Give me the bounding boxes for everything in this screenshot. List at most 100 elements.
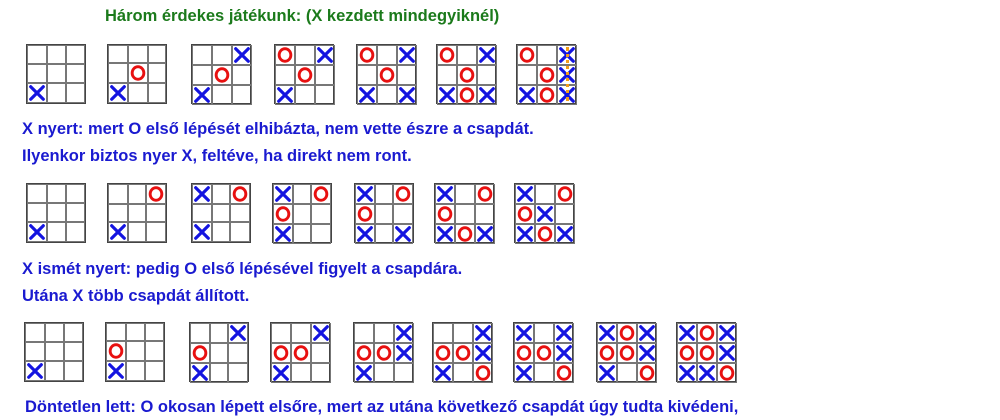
x-mark xyxy=(192,184,212,204)
o-mark xyxy=(393,184,413,204)
x-mark xyxy=(435,184,455,204)
x-mark xyxy=(435,224,455,244)
tic-tac-toe-board xyxy=(105,322,165,382)
empty-cell xyxy=(230,204,250,222)
x-mark xyxy=(355,224,375,244)
empty-cell xyxy=(455,204,475,224)
tic-tac-toe-board xyxy=(191,183,251,243)
o-mark xyxy=(377,65,397,85)
x-mark xyxy=(555,224,575,244)
x-mark xyxy=(311,323,331,343)
empty-cell xyxy=(377,85,397,105)
empty-cell xyxy=(66,83,85,103)
empty-cell xyxy=(433,323,453,343)
x-mark xyxy=(355,184,375,204)
o-mark xyxy=(453,343,473,363)
empty-cell xyxy=(126,323,145,341)
empty-cell xyxy=(375,204,393,224)
empty-cell xyxy=(475,204,495,224)
x-mark xyxy=(554,323,574,343)
empty-cell xyxy=(437,65,457,85)
empty-cell xyxy=(27,203,47,222)
empty-cell xyxy=(377,45,397,65)
empty-cell xyxy=(66,203,85,222)
empty-cell xyxy=(192,65,212,85)
empty-cell xyxy=(126,341,145,361)
o-mark xyxy=(514,343,534,363)
empty-cell xyxy=(210,323,228,343)
x-mark xyxy=(190,363,210,383)
tic-tac-toe-board xyxy=(354,183,414,244)
x-mark xyxy=(477,85,497,105)
empty-cell xyxy=(45,361,64,381)
o-mark xyxy=(374,343,394,363)
empty-cell xyxy=(128,83,148,103)
empty-cell xyxy=(295,45,315,65)
empty-cell xyxy=(210,363,228,383)
tic-tac-toe-board xyxy=(432,322,493,383)
empty-cell xyxy=(25,342,45,361)
empty-cell xyxy=(232,65,252,85)
empty-cell xyxy=(190,323,210,343)
o-mark xyxy=(534,343,554,363)
tic-tac-toe-board xyxy=(272,183,332,244)
tic-tac-toe-board xyxy=(274,44,335,105)
tic-tac-toe-board xyxy=(676,322,737,383)
x-mark xyxy=(515,184,535,204)
empty-cell xyxy=(212,45,232,65)
x-mark xyxy=(697,363,717,383)
x-mark xyxy=(192,222,212,242)
o-mark xyxy=(355,204,375,224)
winning-line xyxy=(566,47,569,101)
game-description: X nyert: mert O első lépését elhibázta, … xyxy=(22,120,534,138)
empty-cell xyxy=(108,184,128,204)
empty-cell xyxy=(108,63,128,83)
o-mark xyxy=(535,224,555,244)
x-mark xyxy=(554,343,574,363)
empty-cell xyxy=(212,85,232,105)
tic-tac-toe-board xyxy=(434,183,495,244)
tic-tac-toe-board xyxy=(26,44,86,104)
o-mark xyxy=(128,63,148,83)
empty-cell xyxy=(108,45,128,63)
o-mark xyxy=(291,343,311,363)
empty-cell xyxy=(108,204,128,222)
tic-tac-toe-board xyxy=(356,44,417,105)
empty-cell xyxy=(66,64,85,83)
o-mark xyxy=(555,184,575,204)
o-mark xyxy=(697,343,717,363)
tic-tac-toe-board xyxy=(513,322,574,383)
x-mark xyxy=(394,323,414,343)
empty-cell xyxy=(311,204,331,224)
empty-cell xyxy=(212,184,230,204)
empty-cell xyxy=(146,222,166,242)
x-mark xyxy=(273,224,293,244)
empty-cell xyxy=(64,323,83,342)
o-mark xyxy=(357,45,377,65)
empty-cell xyxy=(457,45,477,65)
empty-cell xyxy=(275,65,295,85)
o-mark xyxy=(295,65,315,85)
o-mark xyxy=(271,343,291,363)
x-mark xyxy=(637,323,657,343)
x-mark xyxy=(397,45,417,65)
empty-cell xyxy=(293,184,311,204)
empty-cell xyxy=(64,361,83,381)
empty-cell xyxy=(374,323,394,343)
empty-cell xyxy=(228,343,248,363)
empty-cell xyxy=(535,184,555,204)
o-mark xyxy=(311,184,331,204)
empty-cell xyxy=(534,363,554,383)
o-mark xyxy=(537,65,557,85)
x-mark xyxy=(354,363,374,383)
tic-tac-toe-board xyxy=(107,183,167,243)
tic-tac-toe-board xyxy=(353,322,414,383)
tic-tac-toe-board xyxy=(107,44,167,104)
empty-cell xyxy=(397,65,417,85)
empty-cell xyxy=(291,323,311,343)
tic-tac-toe-board xyxy=(436,44,497,105)
x-mark xyxy=(677,323,697,343)
empty-cell xyxy=(128,184,146,204)
x-mark xyxy=(275,85,295,105)
empty-cell xyxy=(617,363,637,383)
